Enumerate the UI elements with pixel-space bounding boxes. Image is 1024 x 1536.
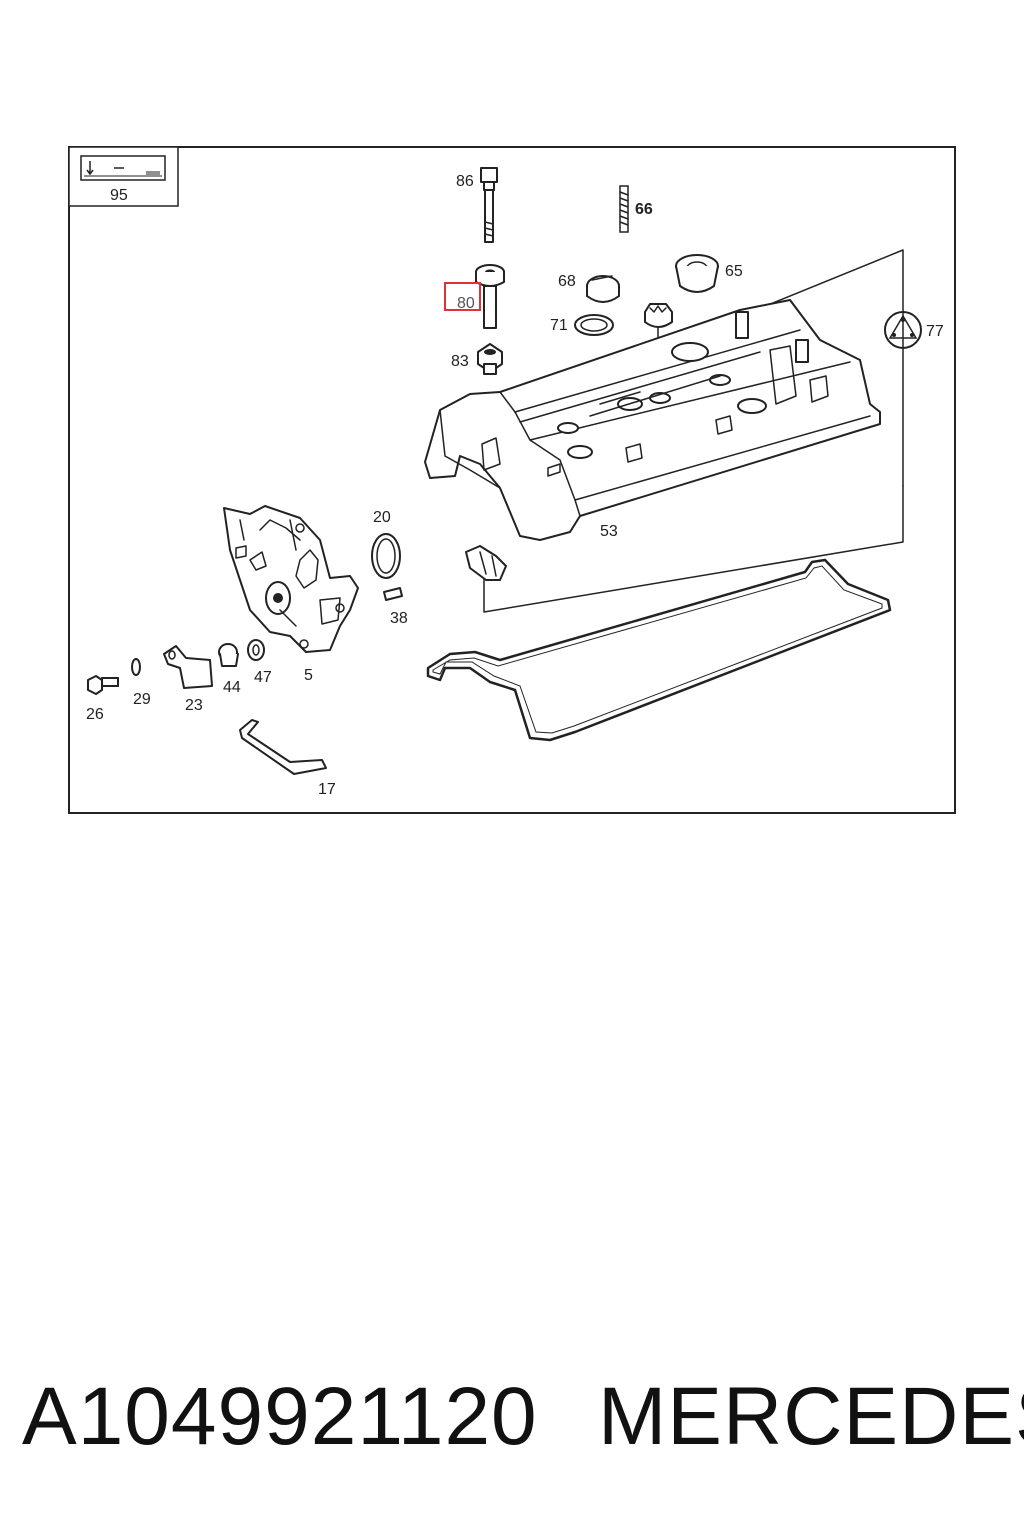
highlight-box-80 bbox=[444, 282, 481, 311]
valve-cover-53 bbox=[424, 299, 881, 541]
callout-29: 29 bbox=[133, 691, 151, 708]
callout-95: 95 bbox=[110, 187, 128, 204]
nut-83 bbox=[477, 343, 503, 375]
plug-44 bbox=[218, 643, 239, 667]
timing-cover-5 bbox=[223, 505, 359, 653]
callout-17: 17 bbox=[318, 781, 336, 798]
callout-23: 23 bbox=[185, 697, 203, 714]
o-ring-20 bbox=[371, 533, 401, 579]
grommet-65 bbox=[675, 254, 719, 293]
seal-strip-17 bbox=[239, 719, 327, 775]
callout-65: 65 bbox=[725, 263, 743, 280]
legend-box: 95 bbox=[68, 146, 179, 207]
callout-77: 77 bbox=[926, 323, 944, 340]
callout-83: 83 bbox=[451, 353, 469, 370]
washer-29 bbox=[131, 658, 141, 676]
oil-cap-68 bbox=[586, 275, 620, 303]
bolt-86 bbox=[480, 167, 498, 243]
pin-38 bbox=[383, 587, 403, 601]
bracket-23 bbox=[163, 645, 213, 689]
part-number-text: A1049921120 bbox=[22, 1371, 538, 1462]
clip-part bbox=[465, 545, 507, 581]
washer-47 bbox=[247, 639, 265, 661]
callout-71: 71 bbox=[550, 317, 568, 334]
callout-66: 66 bbox=[635, 201, 653, 218]
callout-68: 68 bbox=[558, 273, 576, 290]
callout-47: 47 bbox=[254, 669, 272, 686]
sleeve-bolt-80 bbox=[475, 264, 505, 329]
callout-53: 53 bbox=[600, 523, 618, 540]
callout-26: 26 bbox=[86, 706, 104, 723]
callout-86: 86 bbox=[456, 173, 474, 190]
brand-text: MERCEDES bbox=[598, 1371, 1024, 1462]
seal-ring-71 bbox=[574, 314, 614, 336]
callout-38: 38 bbox=[390, 610, 408, 627]
footer: A1049921120 MERCEDES bbox=[0, 1370, 1024, 1470]
callout-44: 44 bbox=[223, 679, 241, 696]
cover-gasket bbox=[426, 558, 892, 742]
callout-20: 20 bbox=[373, 509, 391, 526]
callout-5: 5 bbox=[304, 667, 313, 684]
stud-66 bbox=[619, 185, 629, 233]
cover-bracket bbox=[483, 249, 904, 613]
bolt-26 bbox=[87, 675, 119, 695]
callout-80: 80 bbox=[457, 295, 475, 312]
